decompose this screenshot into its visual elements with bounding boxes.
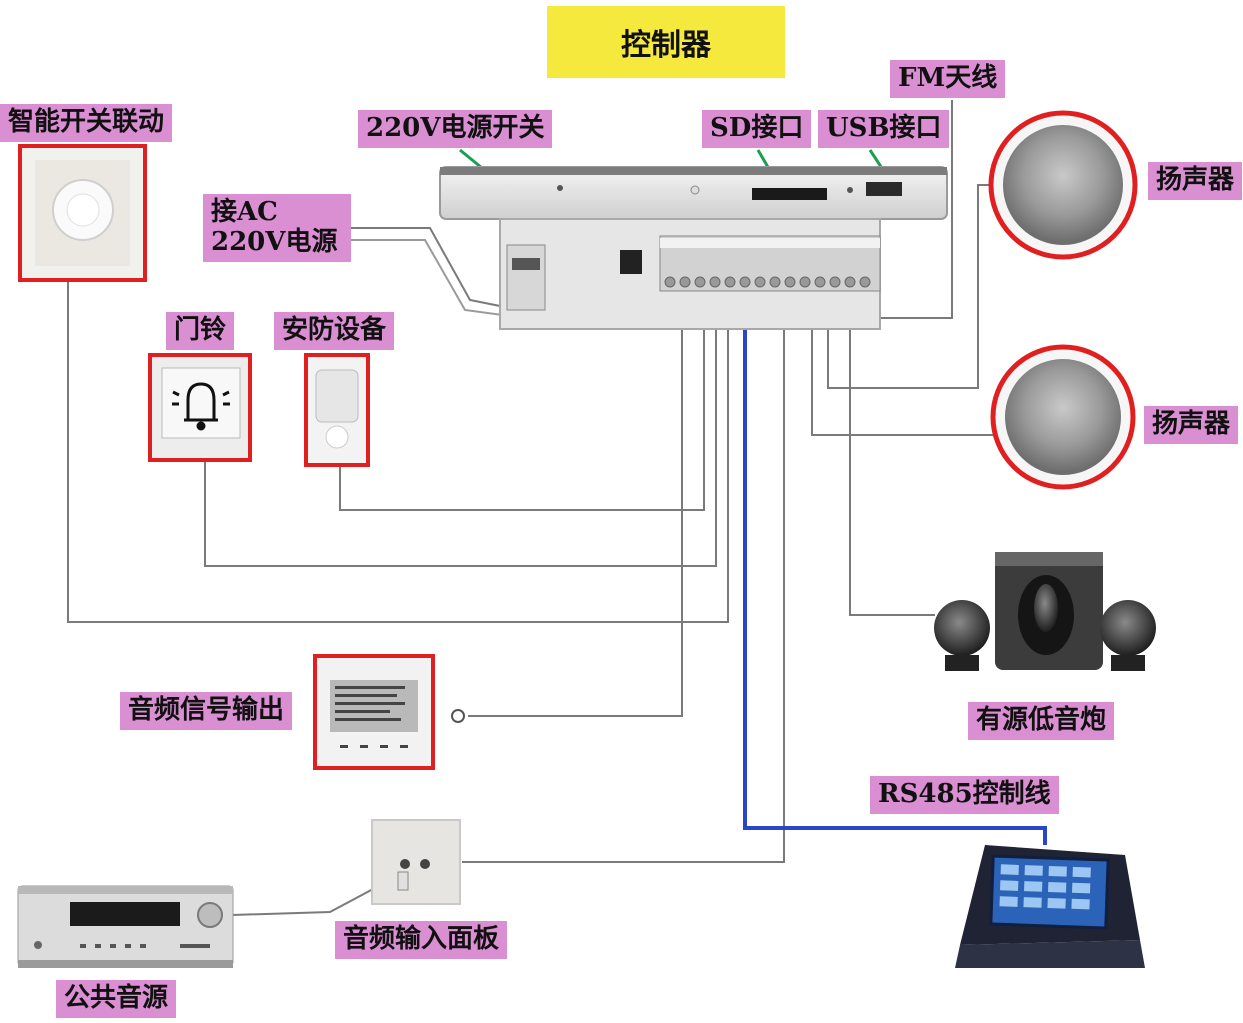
smart-switch-device: [18, 144, 147, 282]
audio-output-device: [313, 654, 465, 770]
security-device: [304, 353, 370, 467]
wire-doorbell: [204, 300, 717, 567]
wire-audio-out: [468, 300, 683, 717]
wire-ac-2: [350, 239, 511, 317]
label-subwoofer: 有源低音炮: [968, 702, 1115, 740]
label-power-switch: 220V电源开关: [358, 110, 553, 148]
label-fm-antenna: FM天线: [890, 60, 1006, 98]
wire-ac-1: [350, 227, 511, 309]
rs485-wire: [743, 300, 1047, 845]
label-usb-port: USB接口: [818, 110, 950, 148]
usb-slot: [866, 182, 902, 196]
wires: [67, 100, 1000, 916]
label-smart-switch: 智能开关联动: [0, 104, 173, 142]
wire-audio-in: [462, 300, 785, 863]
sd-slot: [752, 188, 827, 200]
terminal-screws: [664, 276, 871, 288]
wire-subwoofer: [849, 300, 935, 616]
label-audio-input-panel: 音频输入面板: [335, 921, 508, 959]
label-speaker-2: 扬声器: [1144, 406, 1239, 444]
doorbell-device: [148, 353, 252, 462]
bell-icon: [172, 382, 230, 431]
wire-speaker-1: [827, 184, 1000, 389]
label-security: 安防设备: [274, 312, 395, 350]
label-rs485: RS485控制线: [870, 776, 1059, 814]
wire-speaker-2: [811, 300, 1000, 436]
speaker-2-device: [990, 344, 1136, 490]
label-audio-output: 音频信号输出: [120, 692, 293, 730]
label-sd-port: SD接口: [702, 110, 812, 148]
label-doorbell: 门铃: [166, 312, 235, 350]
audio-input-panel-device: [371, 819, 461, 905]
label-speaker-1: 扬声器: [1148, 162, 1243, 200]
speaker-1-device: [988, 110, 1138, 260]
label-ac-power: 接AC 220V电源: [203, 194, 351, 262]
wire-smart-switch: [67, 280, 729, 623]
subwoofer-device: [934, 552, 1156, 671]
controller-device: [439, 166, 948, 330]
wire-security: [339, 300, 705, 511]
public-audio-device: [17, 885, 234, 968]
label-public-audio: 公共音源: [56, 980, 177, 1018]
diagram-title: 控制器: [547, 6, 785, 78]
touch-panel-device: [955, 845, 1145, 968]
